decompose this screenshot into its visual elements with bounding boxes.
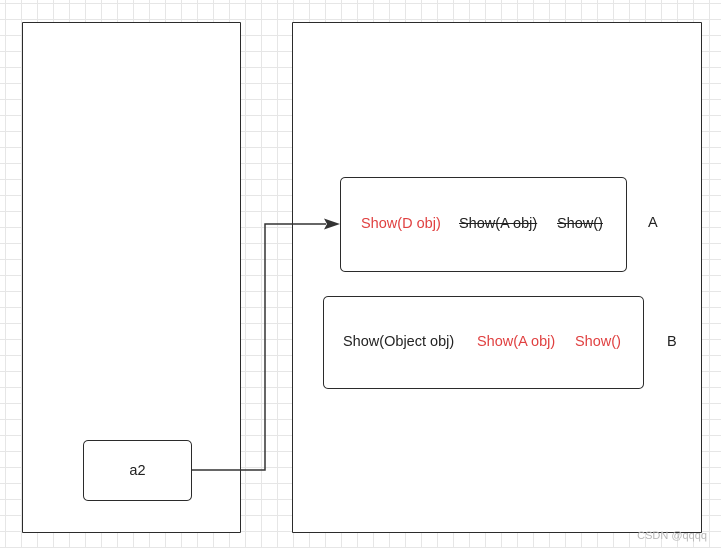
class-a-method-3-overridden: Show() [557,216,603,232]
class-b-label: B [667,334,677,350]
variable-name: a2 [129,462,146,479]
class-a-method-box: Show(D obj) Show(A obj) Show() [340,177,627,272]
reference-variable-box: a2 [83,440,192,501]
class-a-method-1: Show(D obj) [361,216,441,232]
class-b-method-box: Show(Object obj) Show(A obj) Show() [323,296,644,389]
reference-arrow-line [192,223,326,471]
class-a-label: A [648,215,658,231]
class-b-method-1: Show(Object obj) [343,334,455,350]
class-b-method-2: Show(A obj) [477,334,556,350]
heap-area [292,22,702,533]
watermark: CSDN @qqqq [637,530,707,542]
class-a-method-2-overridden: Show(A obj) [459,216,538,232]
arrow-head-icon [324,218,340,230]
class-b-method-3: Show() [575,334,621,350]
